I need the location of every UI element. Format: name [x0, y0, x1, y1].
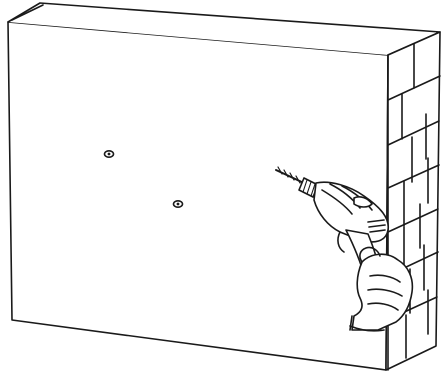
screw-hole-icon [174, 201, 183, 207]
screw-hole-icon [105, 151, 114, 157]
